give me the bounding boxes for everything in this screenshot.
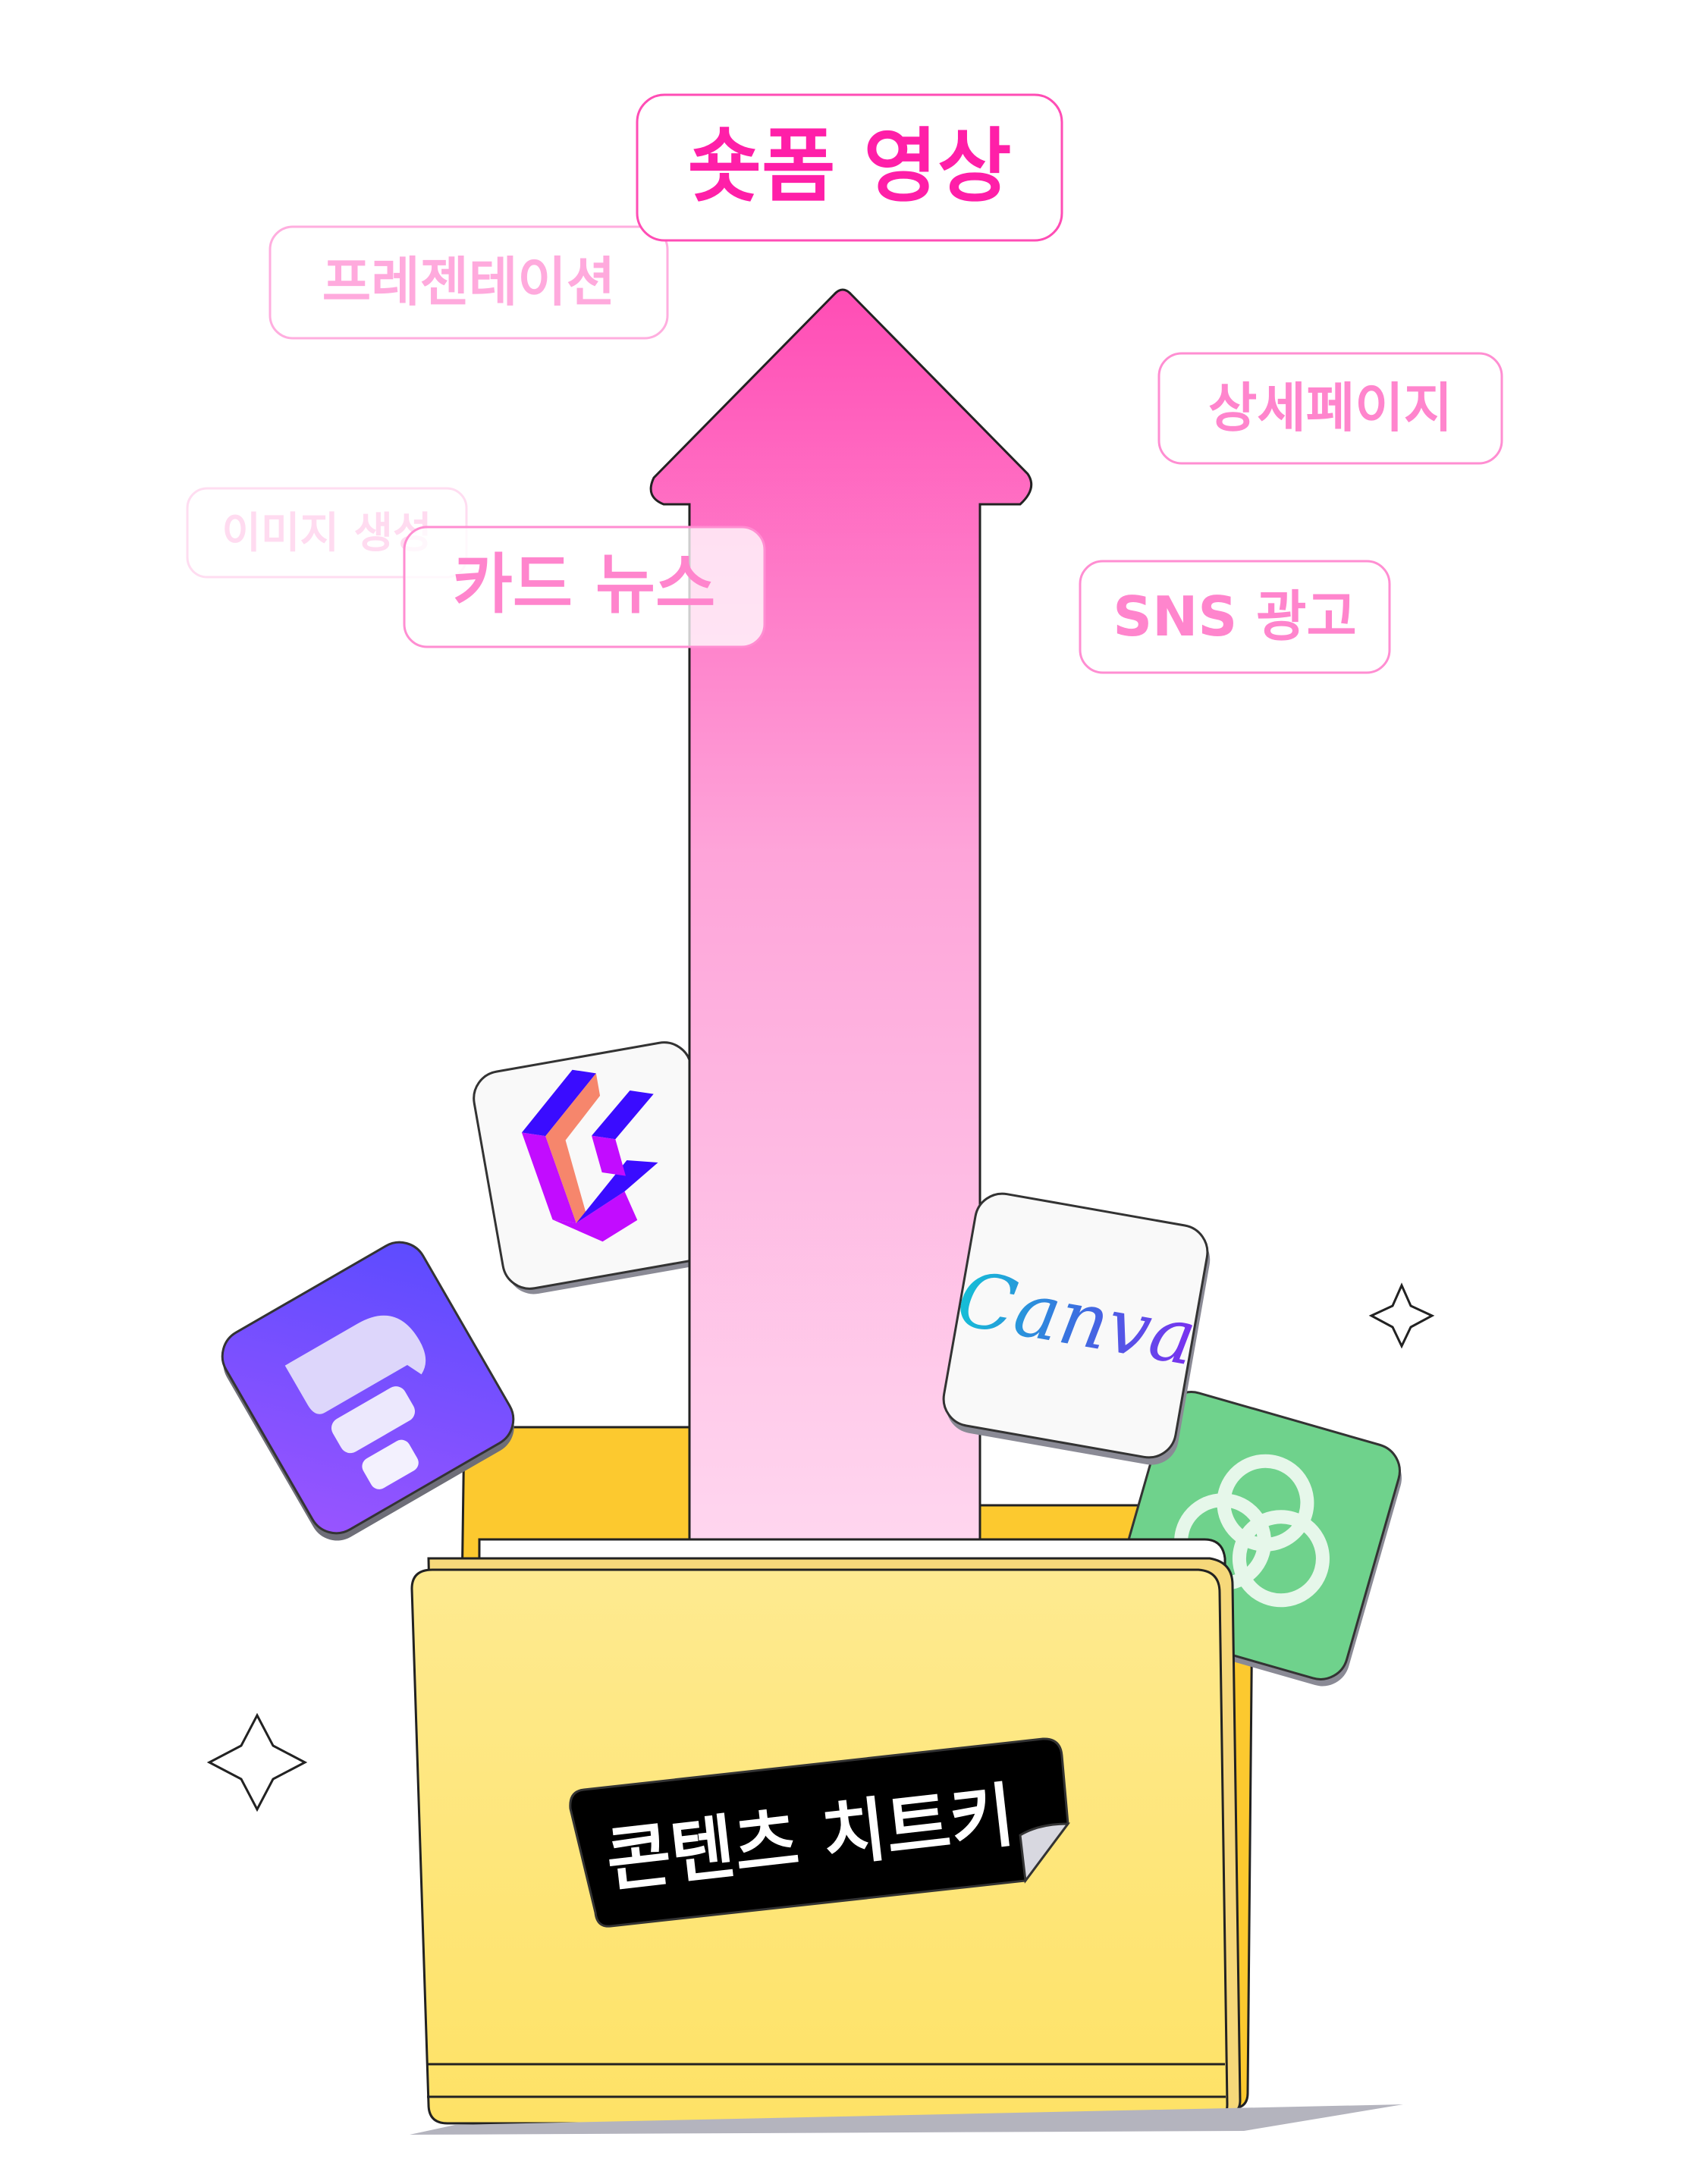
canva-icon: Canva <box>942 1192 1211 1465</box>
purple-app-icon <box>221 1241 515 1541</box>
tag-presentation-label: 프레젠테이션 <box>322 251 615 313</box>
tag-shortform-label: 숏폼 영상 <box>688 120 1012 213</box>
sparkle-icon <box>206 1712 308 1812</box>
tag-detail-page: 상세페이지 <box>1157 352 1503 465</box>
tag-card-news: 카드 뉴스 <box>403 526 766 648</box>
sparkle-icon <box>1368 1282 1435 1349</box>
folder-label: 콘텐츠 치트키 <box>569 1737 1070 1928</box>
cube-logo-icon <box>473 1041 724 1294</box>
tag-detail-page-label: 상세페이지 <box>1208 377 1452 439</box>
tag-image-gen-label: 이미지 생성 <box>221 509 432 558</box>
tag-presentation: 프레젠테이션 <box>269 225 669 340</box>
tag-sns-ad-label: SNS 광고 <box>1113 585 1357 648</box>
tag-shortform: 숏폼 영상 <box>636 93 1063 242</box>
tag-card-news-label: 카드 뉴스 <box>453 547 715 623</box>
tag-image-gen: 이미지 생성 <box>186 487 468 579</box>
tag-sns-ad: SNS 광고 <box>1079 560 1391 674</box>
folder-shadow <box>410 2104 1403 2135</box>
